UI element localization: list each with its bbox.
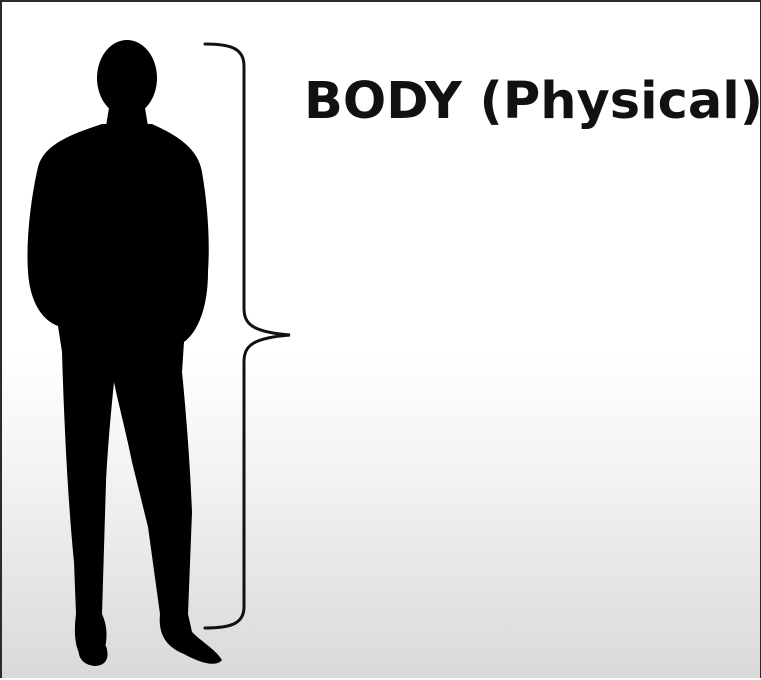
person-silhouette-icon — [27, 40, 222, 666]
curly-brace-icon — [205, 44, 290, 628]
slide-title: BODY (Physical) — [304, 72, 761, 131]
